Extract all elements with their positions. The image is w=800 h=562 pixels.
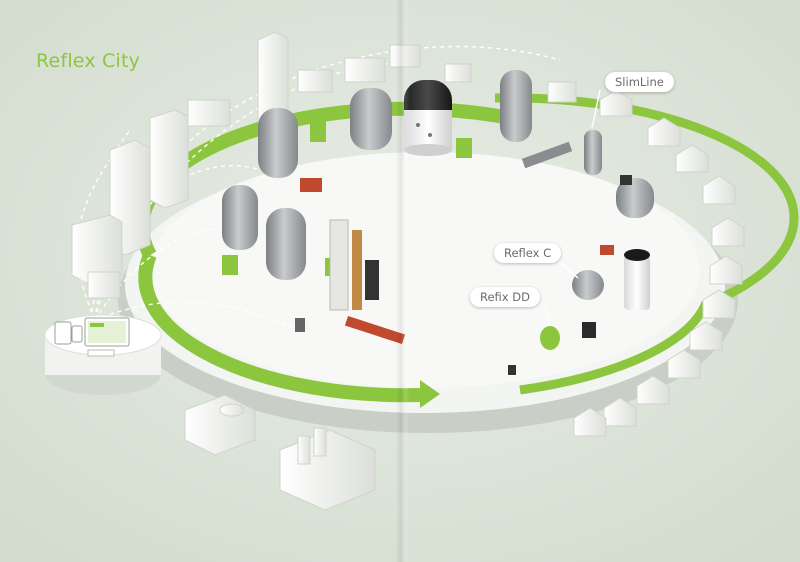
skyscrapers: [71, 31, 289, 299]
green-ring-right: [494, 93, 799, 395]
control-center-pedestal: [44, 314, 162, 395]
callout-reflex-c: Reflex C: [494, 243, 562, 263]
reflex-c-vessel: [572, 245, 650, 310]
pressure-tanks-left: [222, 88, 392, 280]
factories: [184, 394, 376, 511]
houses-right: [573, 89, 745, 437]
refix-dd-vessel: [508, 322, 596, 375]
callout-leaders: [544, 89, 601, 327]
pipe-station: [295, 219, 406, 345]
page-fold-shadow: [396, 0, 410, 562]
storage-tank-black: [404, 80, 452, 156]
ring-arrow-head: [420, 380, 440, 408]
callout-slimline: SlimLine: [605, 72, 674, 92]
callout-refix-dd: Refix DD: [470, 287, 540, 307]
upper-buildings: [187, 44, 577, 127]
pressure-tanks-right: [456, 70, 654, 218]
page-title: Reflex City: [36, 50, 141, 72]
green-ring-lower: [138, 252, 421, 403]
